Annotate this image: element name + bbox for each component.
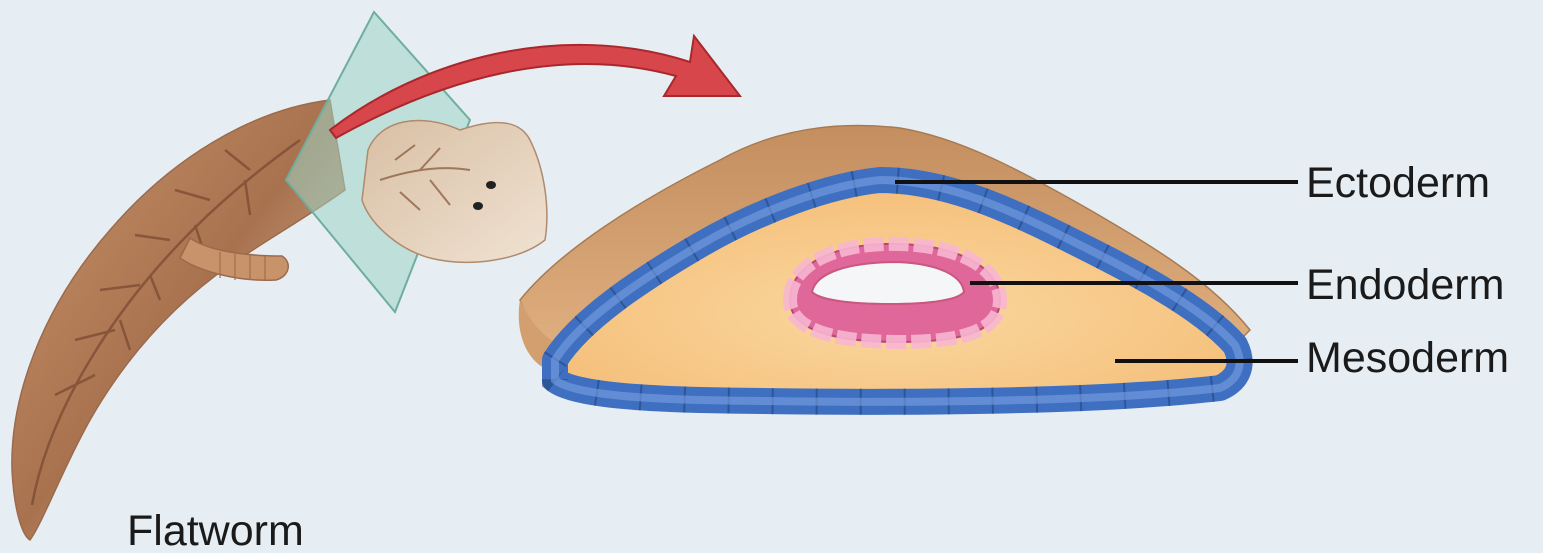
mesoderm-label: Mesoderm [1306,337,1509,380]
endoderm-gut [790,244,1000,342]
cross-section-illustration [519,126,1298,402]
eyespot-icon [486,181,496,189]
ectoderm-label: Ectoderm [1306,162,1490,205]
endoderm-label: Endoderm [1306,264,1504,307]
eyespot-icon [473,202,483,210]
flatworm-label: Flatworm [127,510,304,553]
